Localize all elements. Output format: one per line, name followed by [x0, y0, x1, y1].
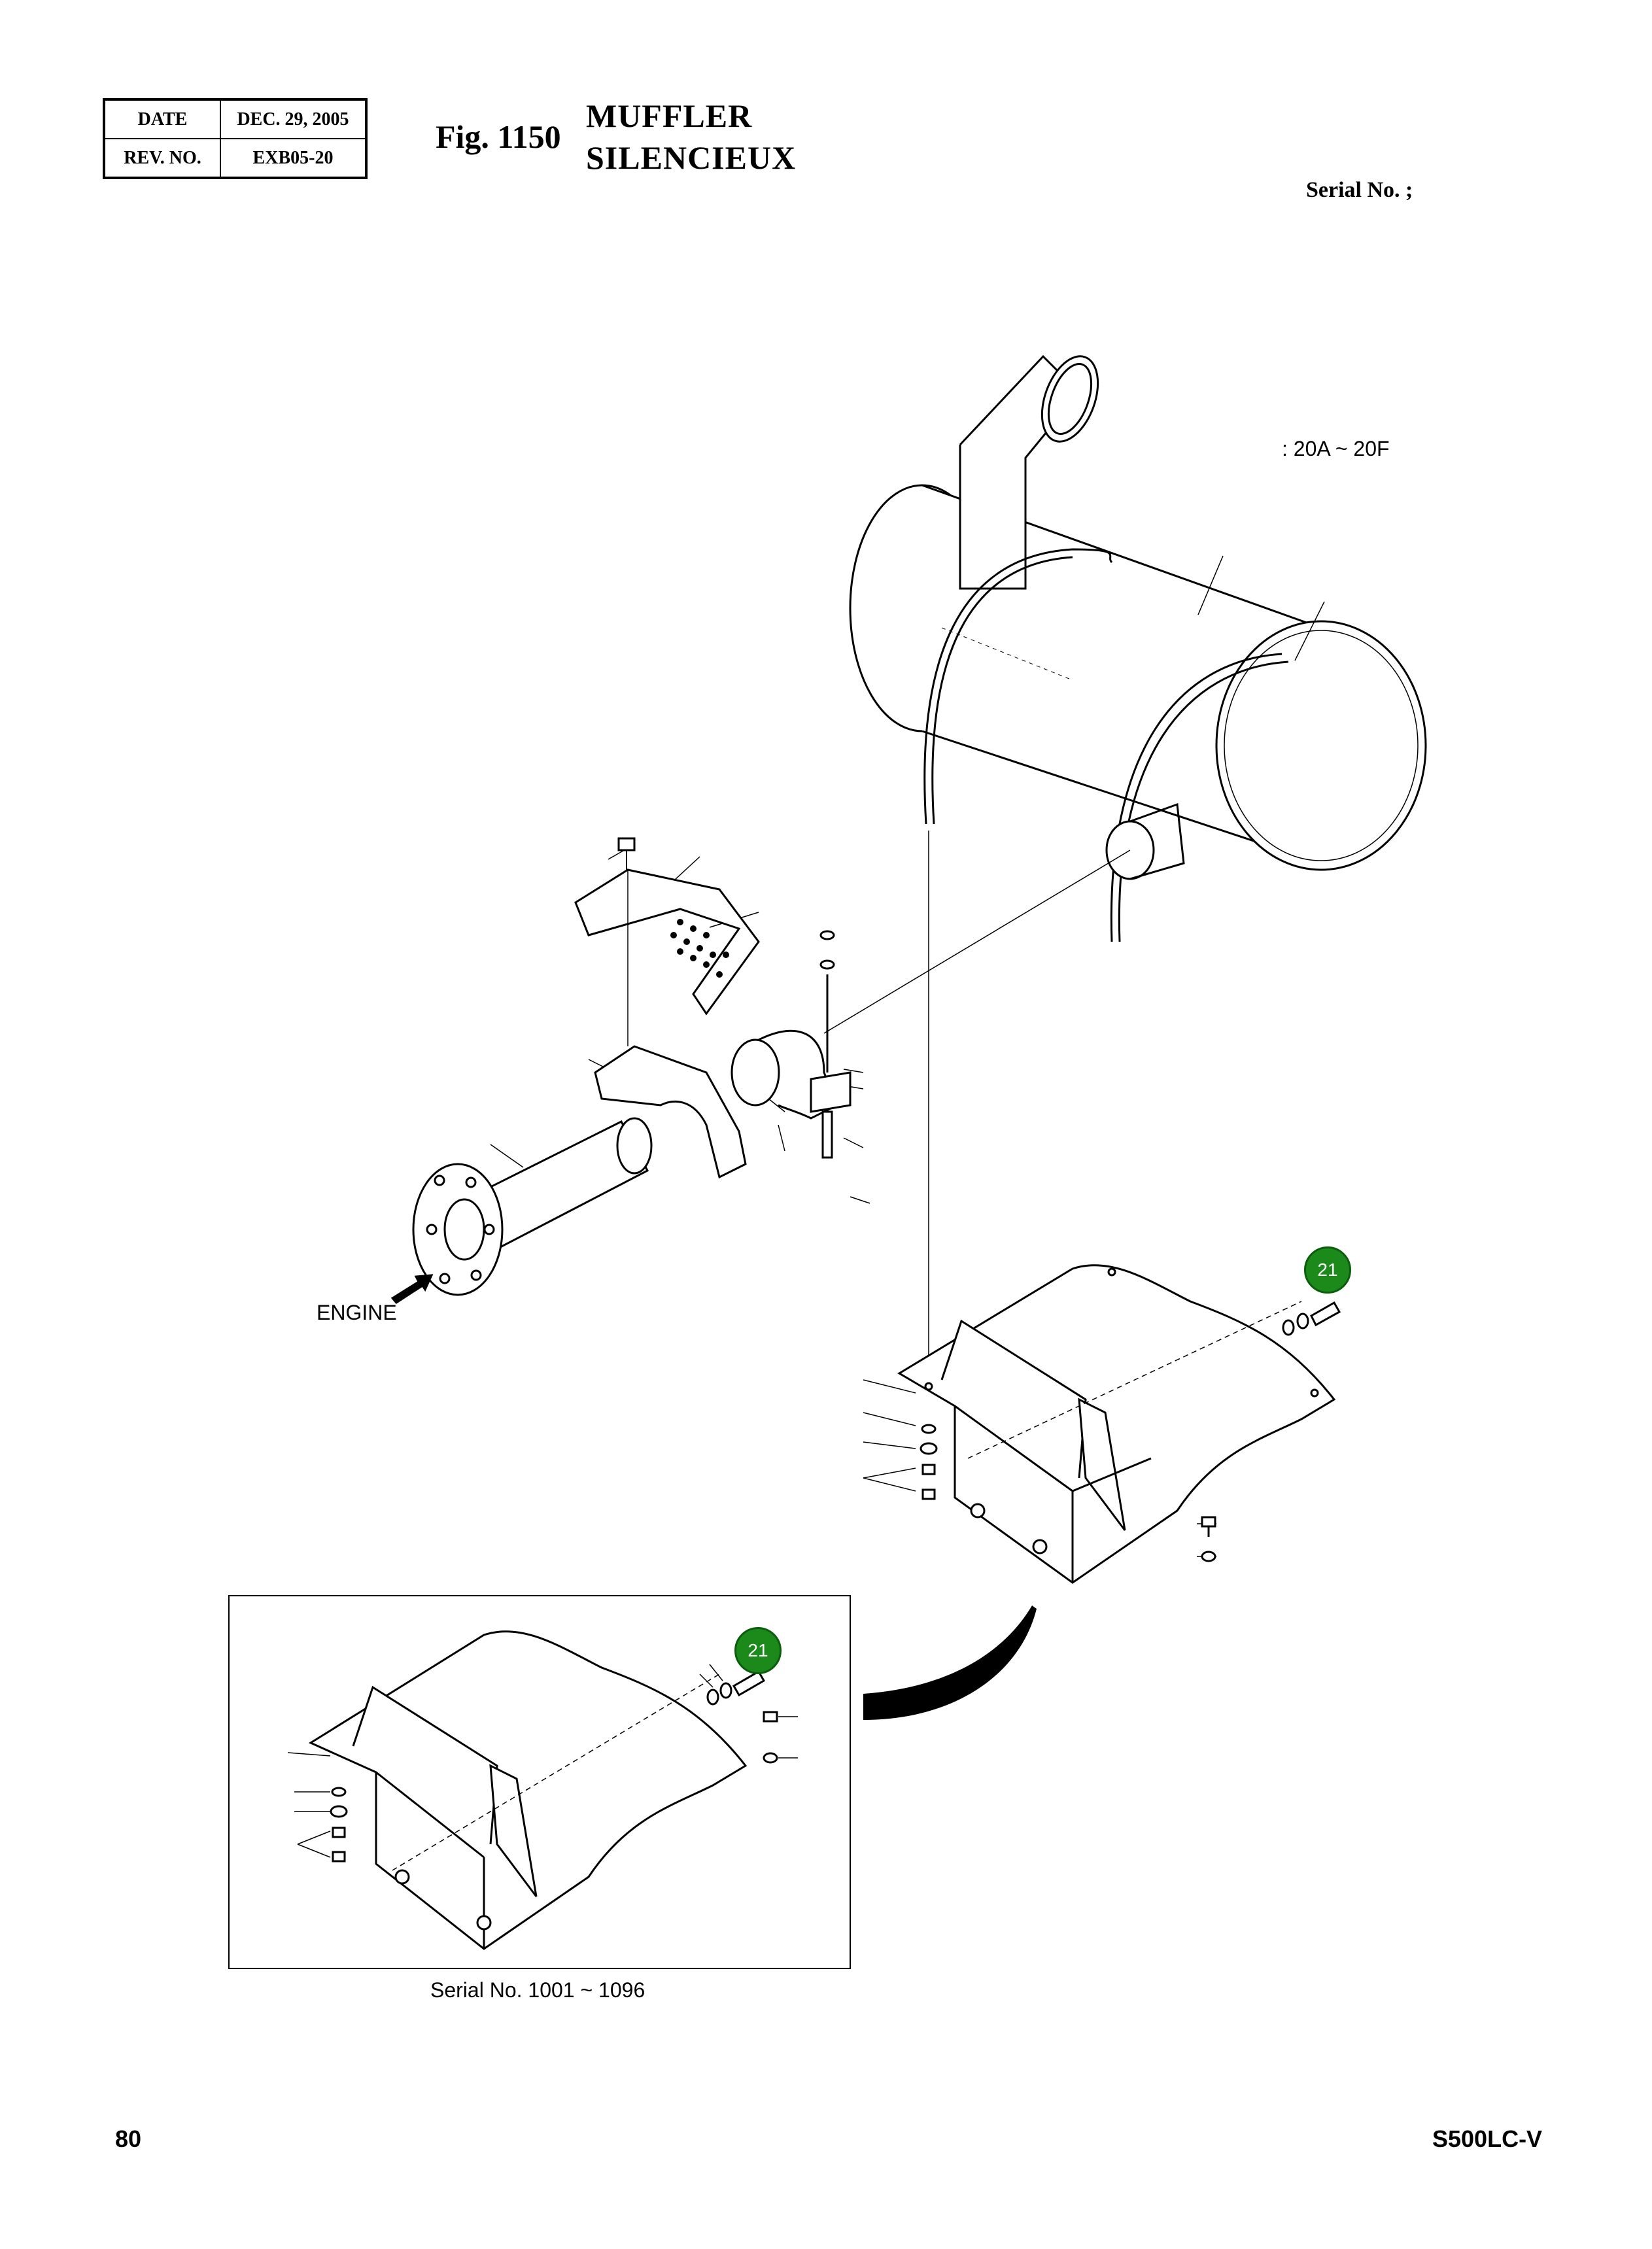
- serial-number-header: Serial No. ;: [1306, 178, 1413, 202]
- engine-arrow: [390, 1274, 434, 1304]
- title-english: MUFFLER: [586, 97, 753, 134]
- inset-part-callout-21: 21: [734, 1627, 782, 1674]
- figure-number: Fig. 1150: [436, 118, 561, 155]
- revision-row-revno: REV. NO. EXB05-20: [103, 138, 367, 179]
- date-value: DEC. 29, 2005: [220, 99, 367, 139]
- inset-support: [287, 1630, 798, 1950]
- pipe-bracket: [594, 870, 747, 1179]
- heat-shield: [574, 837, 760, 1016]
- tail-pipe: [959, 354, 1099, 590]
- muffler-body: [849, 484, 1427, 871]
- revision-table: DATE DEC. 29, 2005 REV. NO. EXB05-20: [103, 98, 368, 179]
- model-name: S500LC-V: [1432, 2125, 1543, 2152]
- muffler-support: [897, 1264, 1336, 1584]
- date-label: DATE: [103, 99, 221, 139]
- inset-frame: [228, 1595, 851, 1969]
- exhaust-clamp: [731, 930, 852, 1159]
- detail-arrow: [863, 1605, 1037, 1720]
- rev-no-value: EXB05-20: [220, 138, 367, 179]
- muffler-inlet: [1105, 802, 1185, 880]
- engine-label: ENGINE: [317, 1301, 397, 1324]
- rev-no-label: REV. NO.: [103, 138, 221, 179]
- title-french: SILENCIEUX: [586, 139, 797, 176]
- inset-serial-range: Serial No. 1001 ~ 1096: [430, 1978, 645, 2002]
- exhaust-pipe: [412, 1117, 653, 1296]
- page-number: 80: [115, 2125, 142, 2152]
- support-hardware: [920, 1301, 1341, 1562]
- serial-range-note: : 20A ~ 20F: [1282, 437, 1390, 460]
- revision-row-date: DATE DEC. 29, 2005: [103, 99, 367, 139]
- part-callout-21: 21: [1304, 1246, 1351, 1294]
